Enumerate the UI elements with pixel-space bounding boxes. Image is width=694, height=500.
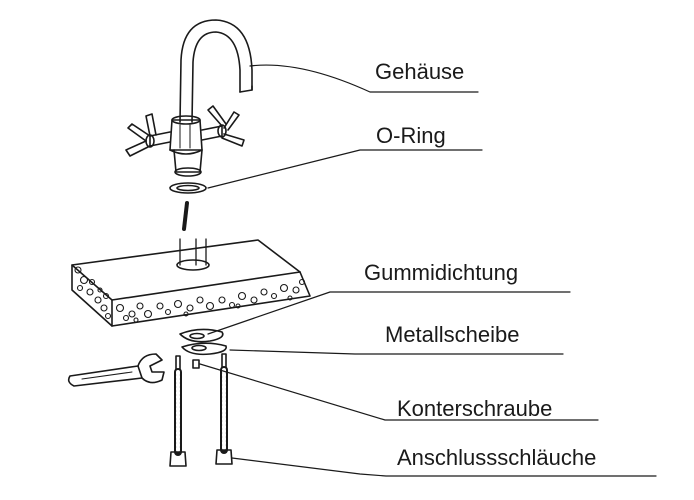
label-gehaeuse: Gehäuse [375,59,465,84]
leader-lines [199,64,657,477]
flex-hoses [169,353,233,467]
label-konterschraube: Konterschraube [397,396,553,421]
label-o-ring: O-Ring [376,123,446,148]
countertop [71,238,311,327]
label-anschlussschlaeuche: Anschlussschläuche [397,445,597,470]
label-gummidichtung: Gummidichtung [364,260,519,285]
lock-nut [192,359,200,369]
o-ring-part [169,182,207,194]
washers [179,328,227,356]
faucet-body [125,19,253,177]
wrench [67,353,165,387]
label-metallscheibe: Metallscheibe [385,322,520,347]
